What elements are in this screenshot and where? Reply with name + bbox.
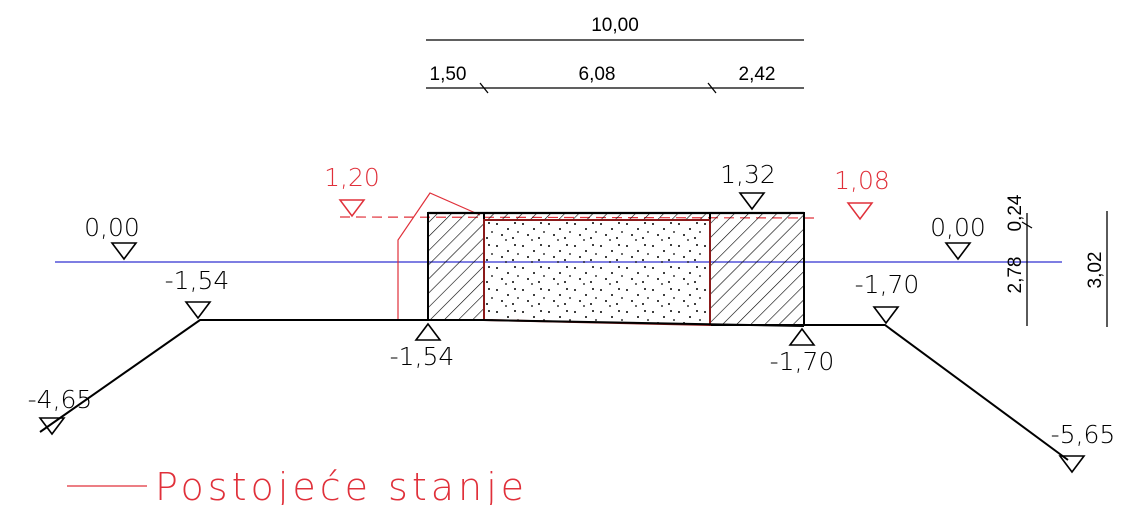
legend: Postojeće stanje bbox=[67, 465, 528, 505]
vertical-dim-total: 3,02 bbox=[1085, 252, 1106, 289]
level-left-water: 0,00 bbox=[84, 213, 140, 242]
dimension-total: 10,00 bbox=[426, 15, 804, 41]
dimension-middle-label: 6,08 bbox=[579, 64, 616, 85]
dimension-total-label: 10,00 bbox=[591, 15, 639, 36]
level-right-water: 0,00 bbox=[930, 213, 986, 242]
marker-left-water bbox=[110, 242, 138, 261]
marker-right-base bbox=[788, 327, 816, 346]
terrain-profile bbox=[39, 319, 1069, 461]
level-markers bbox=[38, 192, 1086, 474]
structure bbox=[427, 211, 805, 327]
dimension-segments: 1,50 6,08 2,42 bbox=[426, 64, 804, 94]
marker-left-bank bbox=[184, 301, 212, 320]
existing-level-left: 1,20 bbox=[324, 163, 380, 192]
level-right-bottom: -5,65 bbox=[1051, 420, 1116, 449]
level-top: 1,32 bbox=[720, 160, 776, 189]
level-left-bottom: -4,65 bbox=[28, 385, 93, 414]
marker-existing-right bbox=[846, 202, 874, 221]
marker-left-bottom bbox=[38, 417, 66, 436]
marker-existing-left bbox=[338, 199, 366, 218]
level-right-base: -1,70 bbox=[770, 347, 835, 376]
vertical-dim-lower: 2,78 bbox=[1005, 257, 1026, 294]
marker-right-bank bbox=[872, 306, 900, 325]
existing-level-markers bbox=[338, 199, 874, 221]
vertical-dim-upper: 0,24 bbox=[1005, 194, 1026, 231]
vertical-dimension-small: 0,24 2,78 bbox=[1005, 194, 1033, 326]
marker-left-base bbox=[414, 322, 442, 341]
level-right-bank: -1,70 bbox=[855, 270, 920, 299]
dimension-right-label: 2,42 bbox=[739, 64, 776, 85]
marker-right-bottom bbox=[1058, 455, 1086, 474]
dimension-left-label: 1,50 bbox=[430, 64, 467, 85]
vertical-dimension-total: 3,02 bbox=[1085, 211, 1108, 327]
level-left-bank: -1,54 bbox=[165, 266, 230, 295]
legend-label: Postojeće stanje bbox=[155, 465, 528, 505]
marker-top bbox=[738, 192, 766, 211]
marker-right-water bbox=[944, 242, 972, 261]
level-left-base: -1,54 bbox=[390, 342, 455, 371]
existing-level-right: 1,08 bbox=[834, 166, 890, 195]
